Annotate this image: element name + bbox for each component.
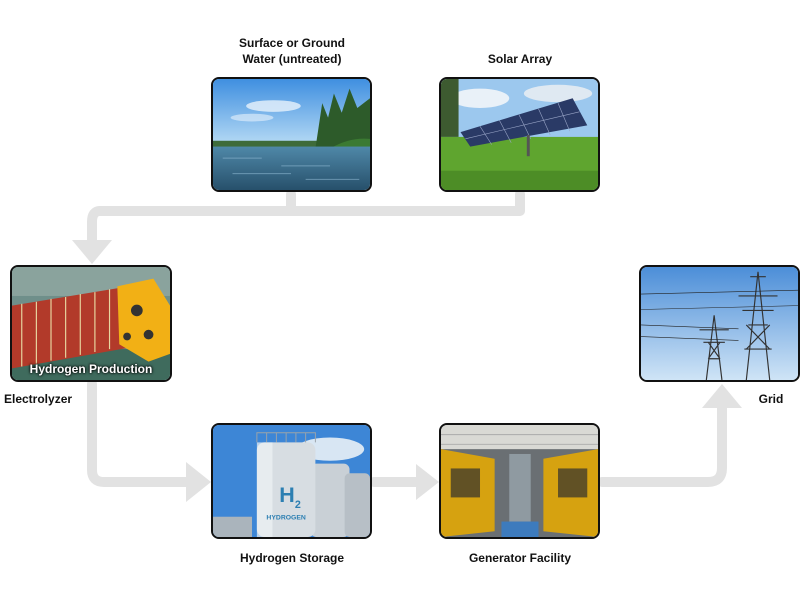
water-image bbox=[211, 77, 372, 192]
label-electrolyzer: Electrolyzer bbox=[4, 391, 72, 407]
connector-merge-to-electrolyzer bbox=[92, 211, 100, 242]
arrowhead-grid bbox=[702, 384, 742, 408]
grid-image bbox=[639, 265, 800, 382]
tank-hydrogen-text: HYDROGEN bbox=[266, 515, 305, 522]
label-generator: Generator Facility bbox=[440, 550, 600, 566]
electrolyzer-overlay-text: Hydrogen Production bbox=[12, 362, 170, 376]
label-water: Surface or Ground Water (untreated) bbox=[212, 35, 372, 67]
label-grid: Grid bbox=[746, 391, 796, 407]
tank-h-symbol: H bbox=[279, 483, 294, 507]
hydrogen-storage-image: H 2 HYDROGEN bbox=[211, 423, 372, 539]
label-solar: Solar Array bbox=[440, 51, 600, 67]
arrowhead-storage bbox=[186, 462, 211, 502]
label-water-line2: Water (untreated) bbox=[212, 51, 372, 67]
arrowhead-electrolyzer bbox=[72, 240, 112, 264]
connector-electrolyzer-to-storage bbox=[92, 384, 190, 482]
connector-water-to-merge bbox=[100, 194, 291, 211]
connector-solar-to-merge bbox=[290, 194, 520, 211]
arrowhead-generator bbox=[416, 464, 439, 500]
solar-array-image bbox=[439, 77, 600, 192]
connector-generator-to-grid bbox=[602, 405, 722, 482]
electrolyzer-image: Hydrogen Production bbox=[10, 265, 172, 382]
label-water-line1: Surface or Ground bbox=[212, 35, 372, 51]
label-storage: Hydrogen Storage bbox=[212, 550, 372, 566]
tank-h-subscript: 2 bbox=[295, 499, 301, 511]
generator-facility-image bbox=[439, 423, 600, 539]
